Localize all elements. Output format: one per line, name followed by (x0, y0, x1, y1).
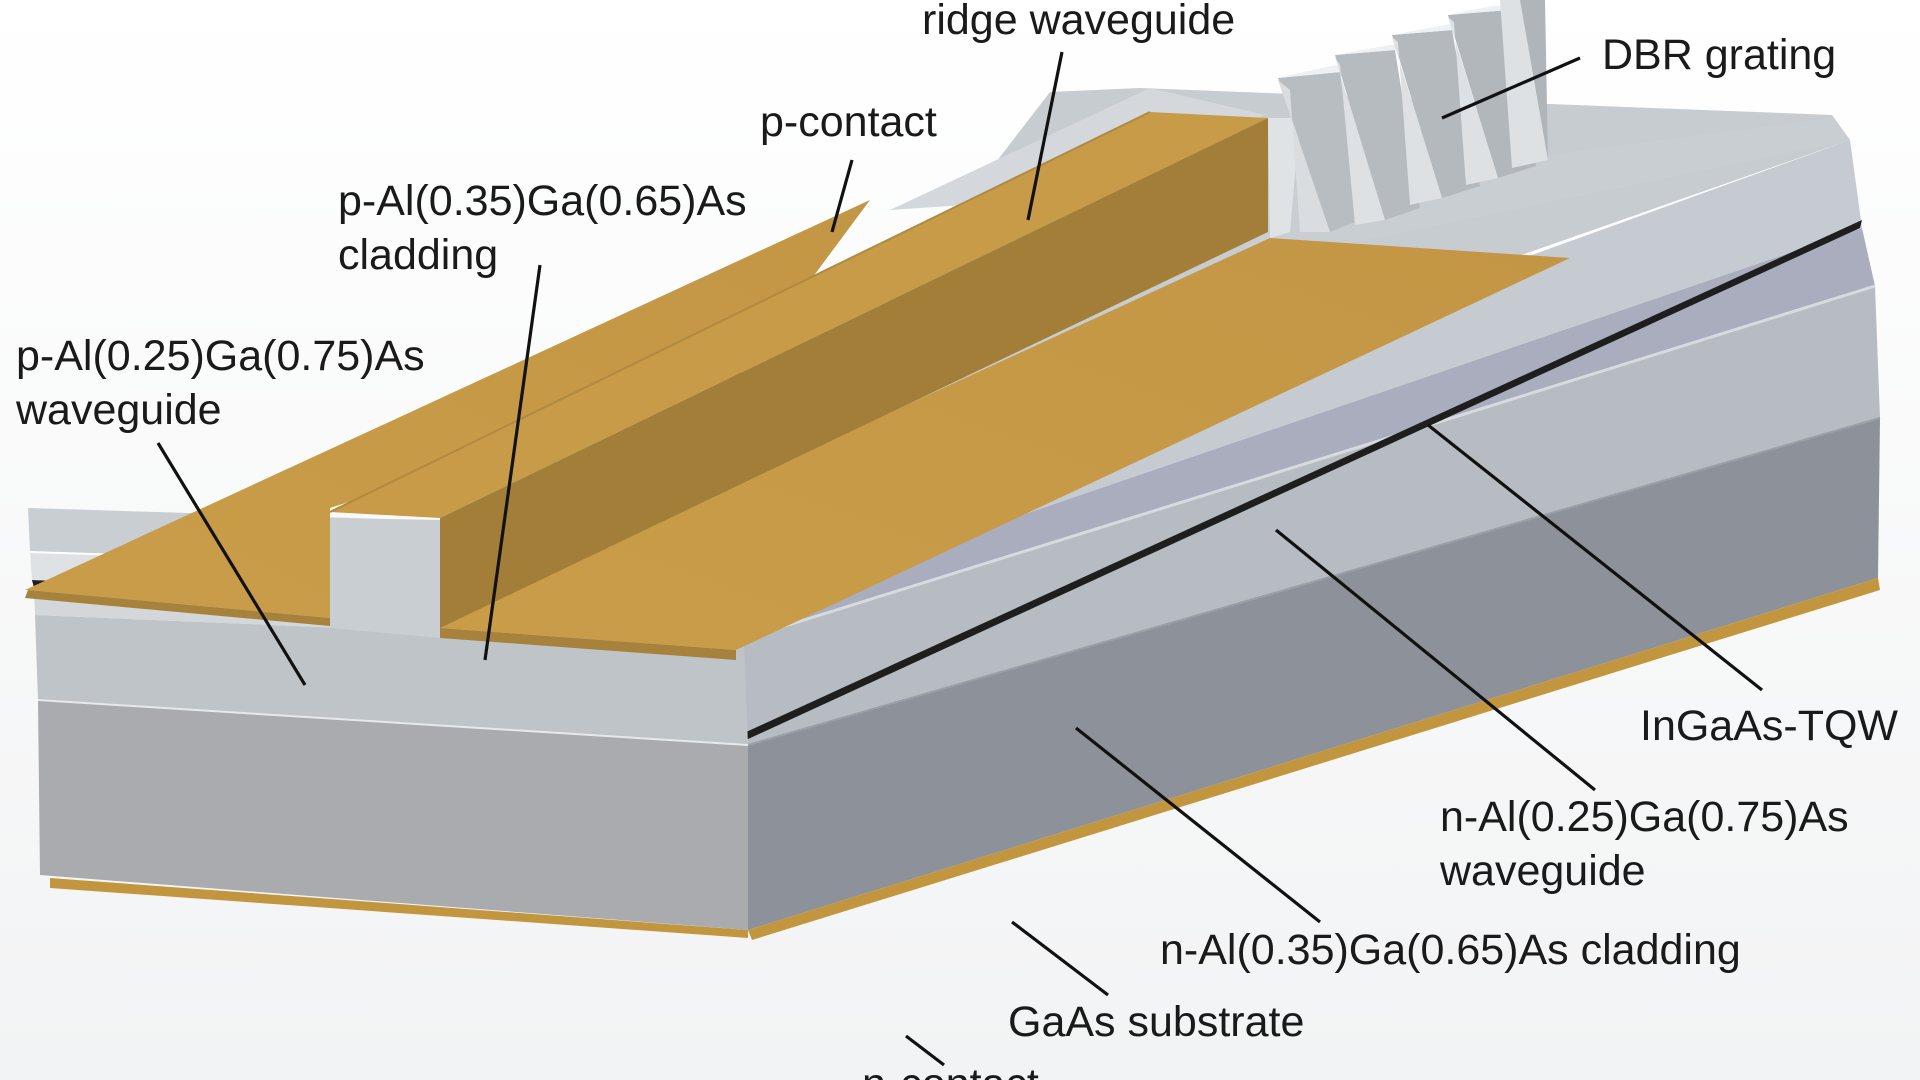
active-region-side (733, 220, 1862, 745)
label-p-contact: p-contact (760, 98, 937, 146)
leader-gaas-substrate (1011, 920, 1109, 997)
dbr-tooth (1278, 72, 1360, 232)
ridge-top (330, 112, 1268, 518)
n-cladding-side (740, 286, 1880, 745)
top-surface (25, 88, 1850, 660)
leader-ingaas-tqw (1427, 423, 1763, 692)
label-p-waveguide-line1: p-Al(0.25)Ga(0.75)As (16, 332, 425, 380)
n-waveguide-side (738, 228, 1875, 640)
ridge-side (440, 118, 1268, 628)
dbr-grating (1268, 0, 1548, 238)
leader-p-waveguide (156, 442, 307, 686)
label-n-waveguide-line2: waveguide (1439, 847, 1646, 895)
label-p-cladding-line2: cladding (338, 231, 498, 279)
n-contact-edge-side (748, 578, 1880, 940)
leader-n-waveguide (1274, 528, 1597, 792)
label-ingaas-tqw: InGaAs-TQW (1640, 702, 1898, 750)
leader-ridge-waveguide (1026, 51, 1064, 221)
substrate-side (748, 418, 1880, 930)
substrate-front (38, 700, 748, 930)
leader-p-contact (830, 159, 854, 233)
leader-dbr-grating (1441, 56, 1581, 120)
label-ridge-waveguide: ridge waveguide (922, 0, 1235, 44)
p-contact-right-pad (438, 238, 1570, 650)
ridge-front (330, 518, 440, 638)
leader-lines (156, 51, 1763, 1067)
label-gaas-substrate: GaAs substrate (1008, 998, 1304, 1046)
label-n-cladding: n-Al(0.35)Ga(0.65)As cladding (1160, 926, 1741, 974)
label-n-waveguide-line1: n-Al(0.25)Ga(0.75)As (1440, 793, 1849, 841)
leader-n-contact (905, 1034, 945, 1067)
label-n-contact: n-contact (862, 1060, 1039, 1080)
label-dbr-grating: DBR grating (1602, 31, 1836, 79)
labels: ridge waveguide DBR grating p-contact p-… (15, 0, 1898, 1080)
label-p-waveguide-line2: waveguide (15, 386, 222, 434)
leader-p-cladding (483, 264, 542, 661)
p-contact-left-pad (25, 200, 870, 618)
label-p-cladding-line1: p-Al(0.35)Ga(0.65)As (338, 177, 747, 225)
dbr-base-top (1200, 118, 1850, 262)
leader-n-cladding (1075, 726, 1321, 924)
dbr-tooth (1335, 50, 1420, 220)
